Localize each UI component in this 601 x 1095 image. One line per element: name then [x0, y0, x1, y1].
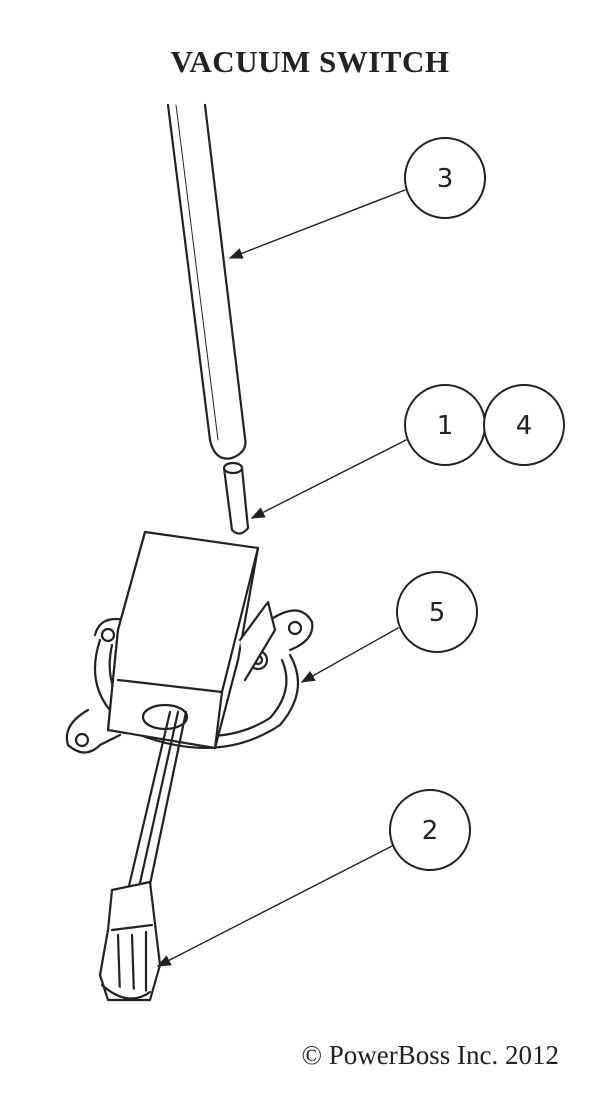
callout-label: 3	[437, 164, 454, 194]
callout-label: 1	[437, 411, 454, 441]
callout-label: 2	[422, 816, 439, 846]
callout-2: 2	[389, 789, 471, 871]
diagram-title: VACUUM SWITCH	[170, 44, 450, 79]
callout-label: 4	[516, 411, 533, 441]
callout-3: 3	[404, 137, 486, 219]
callout-label: 5	[429, 598, 446, 628]
switch-body-part	[106, 530, 277, 750]
hose-part	[166, 103, 247, 460]
connector-part	[98, 880, 162, 1002]
callout-5: 5	[396, 571, 478, 653]
callout-1: 1	[404, 384, 486, 466]
fitting-part	[222, 461, 250, 535]
callout-4: 4	[483, 384, 565, 466]
wire-harness	[126, 710, 188, 896]
copyright-notice: © PowerBoss Inc. 2012	[301, 1040, 559, 1070]
